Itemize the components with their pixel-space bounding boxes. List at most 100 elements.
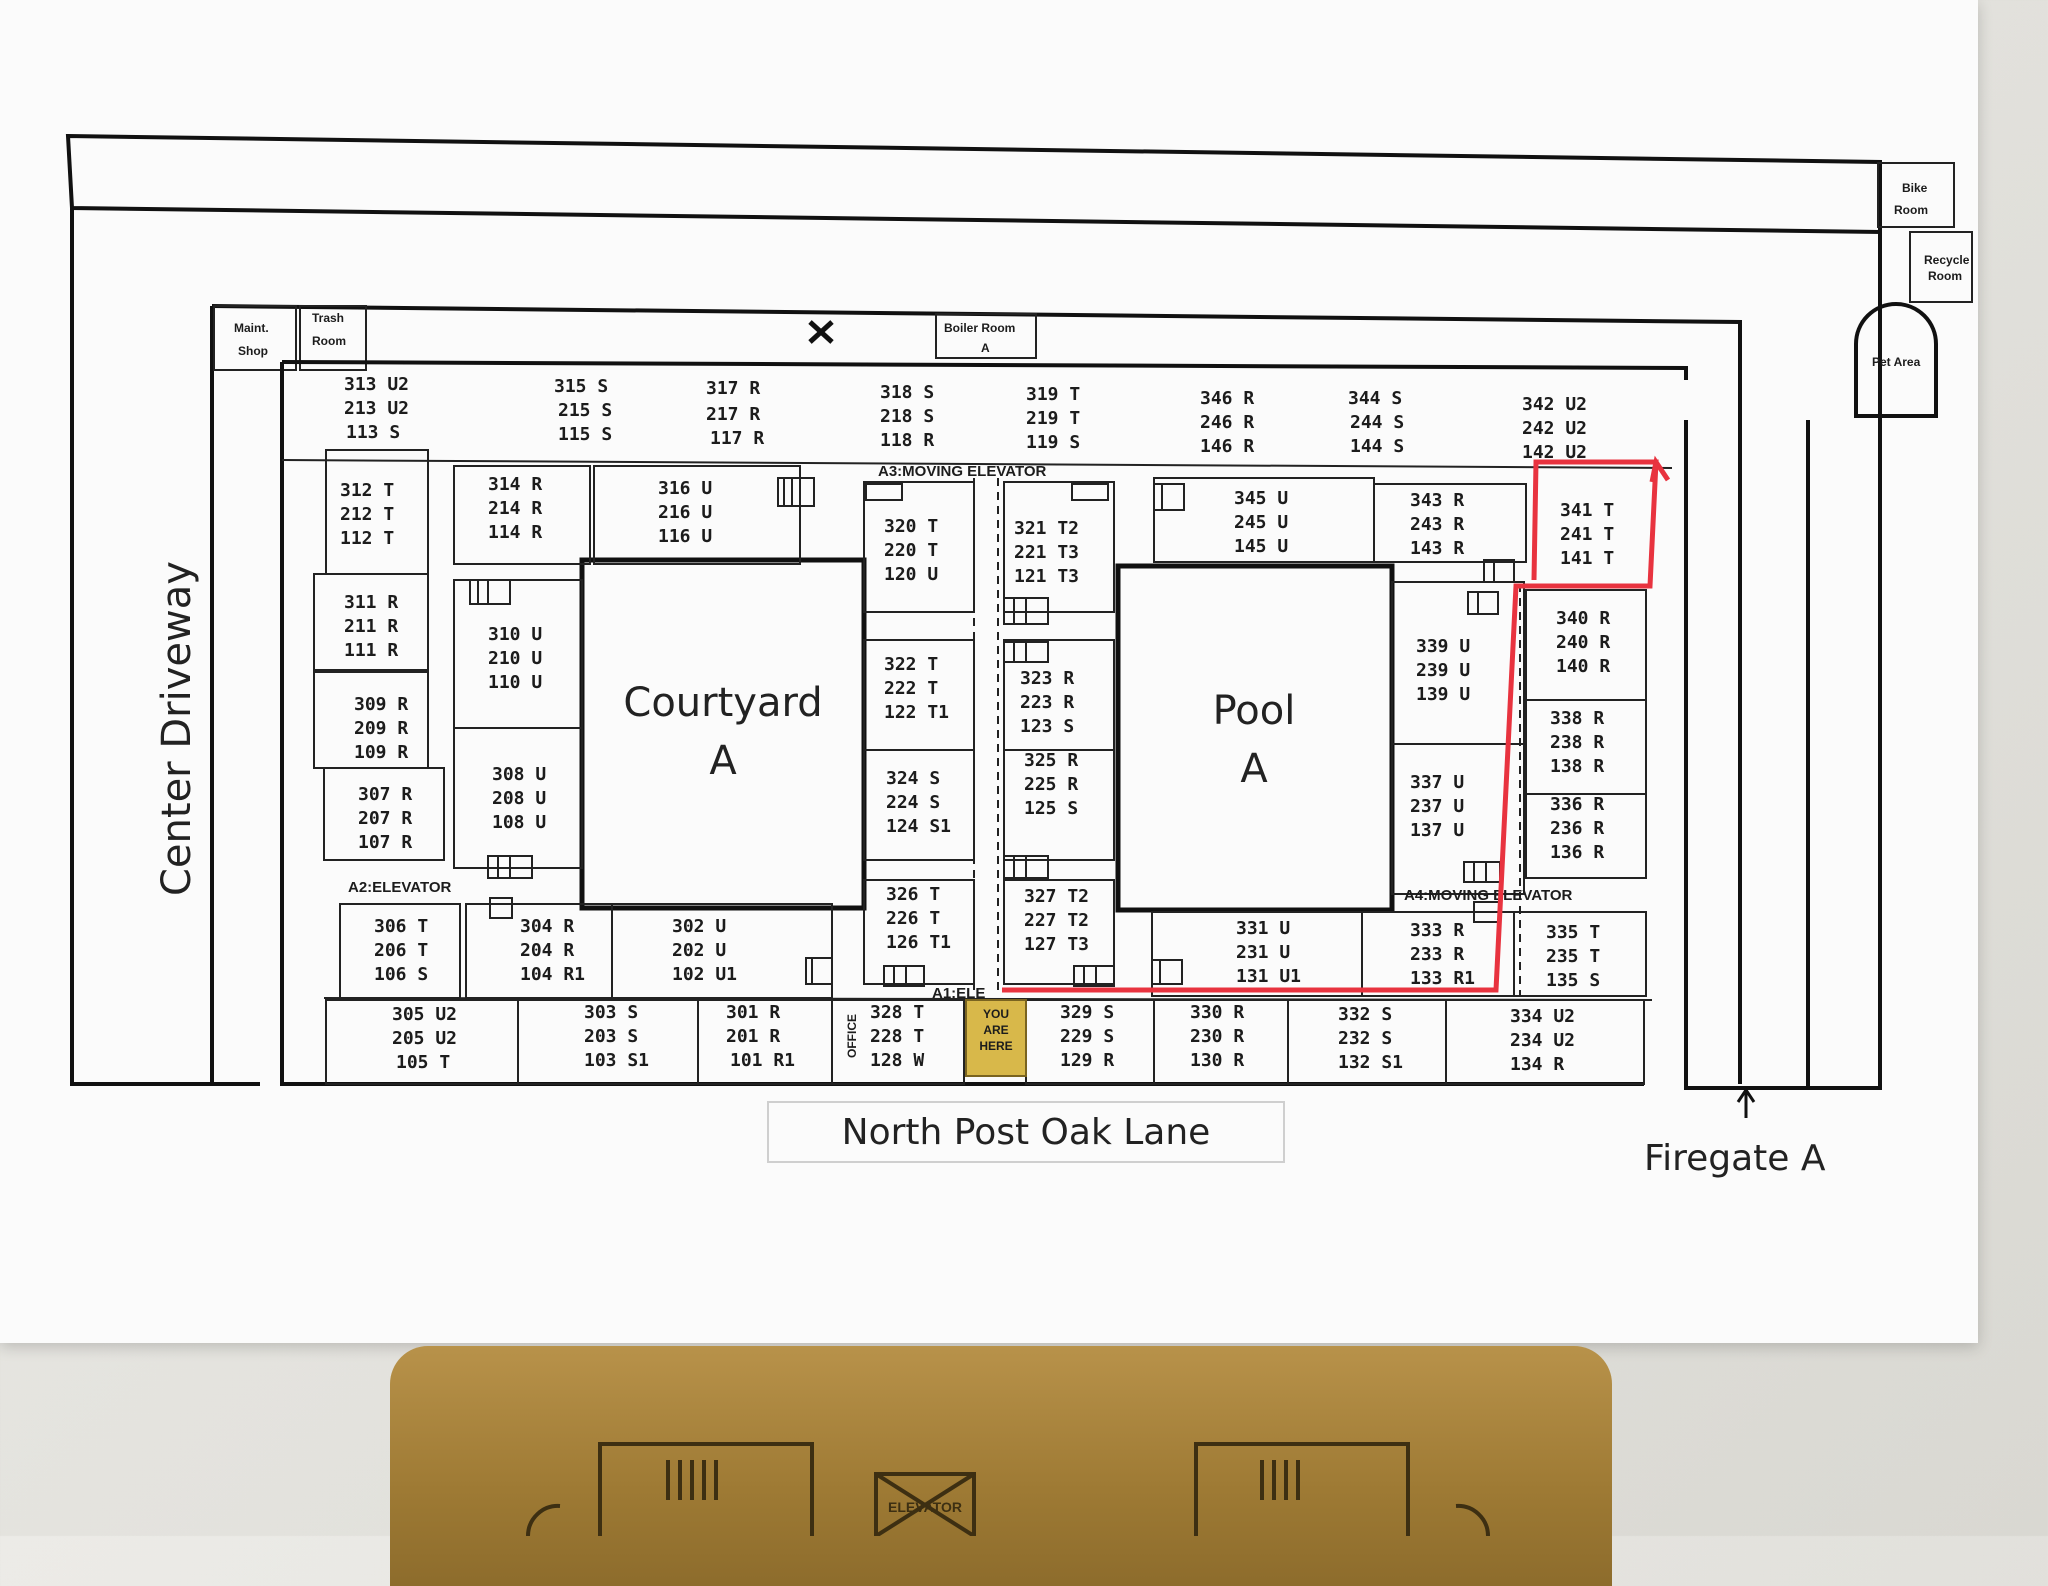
unit-label: 101 R1 [730,1050,795,1071]
pool-label-1: Pool [1213,688,1296,734]
elevator-icon: ELEVATOR [888,1499,962,1515]
unit-label: 117 R [710,428,764,449]
unit-label: 327 T2 [1024,886,1089,907]
unit-label: 243 R [1410,514,1464,535]
route-path [1002,459,1659,993]
top-row-divider [281,459,1673,469]
you-are-here-2: ARE [983,1023,1008,1037]
unit-label: 104 R1 [520,964,585,985]
plaque-engraving [525,1442,1491,1536]
unit-label: 301 R [726,1002,780,1023]
unit-label: 245 U [1234,512,1288,533]
unit-label: 119 S [1026,432,1080,453]
unit-label: 208 U [492,788,546,809]
unit-label: 334 U2 [1510,1006,1575,1027]
unit-label: 140 R [1556,656,1610,677]
a4-elevator-label: A4:MOVING ELEVATOR [1404,887,1573,904]
unit-label: 110 U [488,672,542,693]
unit-label: 105 T [396,1052,450,1073]
trash-room-label-2: Room [312,334,346,348]
you-are-here-marker [965,999,1027,1077]
unit-label: 332 S [1338,1004,1392,1025]
unit-label: 141 T [1560,548,1614,569]
unit-label: 144 S [1350,436,1404,457]
unit-label: 109 R [354,742,408,763]
unit-label: 213 U2 [344,398,409,419]
bike-room-label-1: Bike [1902,181,1928,195]
unit-label: 345 U [1234,488,1288,509]
recycle-room-label-1: Recycle [1924,253,1970,267]
unit-label: 224 S [886,792,940,813]
unit-label: 222 T [884,678,938,699]
courtyard-a [579,557,867,911]
trash-room [299,305,367,371]
unit-label: 319 T [1026,384,1080,405]
unit-label: 139 U [1416,684,1470,705]
unit-label: 120 U [884,564,938,585]
unit-label: 106 S [374,964,428,985]
recycle-room [1909,231,1973,303]
unit-label: 344 S [1348,388,1402,409]
unit-label: 124 S1 [886,816,951,837]
unit-label: 238 R [1550,732,1604,753]
recycle-room-label-2: Room [1928,269,1962,283]
unit-label: 315 S [554,376,608,397]
unit-label: 202 U [672,940,726,961]
office-label: OFFICE [845,1014,859,1058]
unit-label: 116 U [658,526,712,547]
unit-label: 207 R [358,808,412,829]
unit-label: 335 T [1546,922,1600,943]
unit-label: 206 T [374,940,428,961]
unit-label: 311 R [344,592,398,613]
pool-label-2: A [1240,746,1268,792]
plaque-elevator-label: ELEVATOR [888,1499,962,1515]
unit-label: 237 U [1410,796,1464,817]
a3-elevator-label: A3:MOVING ELEVATOR [878,463,1047,480]
pool-a [1115,563,1395,913]
unit-label: 130 R [1190,1050,1244,1071]
unit-label: 239 U [1416,660,1470,681]
unit-label: 336 R [1550,794,1604,815]
street-label-box [767,1101,1285,1163]
unit-label: 210 U [488,648,542,669]
site-map: Maint. Shop Trash Room Boiler Room A Bik… [65,133,1973,1536]
unit-label: 313 U2 [344,374,409,395]
right-wing-wall [1684,232,1882,1090]
unit-label: 115 S [558,424,612,445]
unit-label: 326 T [886,884,940,905]
unit-label: 214 R [488,498,542,519]
unit-label: 212 T [340,504,394,525]
unit-label: 118 R [880,430,934,451]
unit-label: 201 R [726,1026,780,1047]
unit-label: 215 S [558,400,612,421]
unit-label: 303 S [584,1002,638,1023]
unit-label: 337 U [1410,772,1464,793]
unit-label: 314 R [488,474,542,495]
unit-label: 133 R1 [1410,968,1475,989]
unit-label: 145 U [1234,536,1288,557]
unit-label: 138 R [1550,756,1604,777]
trash-room-label-1: Trash [312,311,344,325]
unit-label: 123 S [1020,716,1074,737]
courtyard-label-2: A [709,738,737,784]
unit-label: 246 R [1200,412,1254,433]
unit-label: 129 R [1060,1050,1114,1071]
boiler-room-label-2: A [981,341,990,355]
unit-label: 113 S [346,422,400,443]
unit-label: 128 W [870,1050,924,1071]
a1-elevator-label: A1:ELE [932,985,985,1002]
building-top-edge [281,360,1688,380]
top-road-band [65,133,1882,235]
unit-label: 146 R [1200,436,1254,457]
unit-label: 229 S [1060,1026,1114,1047]
unit-label: 339 U [1416,636,1470,657]
unit-label: 322 T [884,654,938,675]
unit-label: 136 R [1550,842,1604,863]
unit-label: 203 S [584,1026,638,1047]
unit-label: 242 U2 [1522,418,1587,439]
unit-label: 318 S [880,382,934,403]
unit-label: 225 R [1024,774,1078,795]
unit-label: 122 T1 [884,702,949,723]
bike-room [1877,162,1955,228]
unit-label: 121 T3 [1014,566,1079,587]
